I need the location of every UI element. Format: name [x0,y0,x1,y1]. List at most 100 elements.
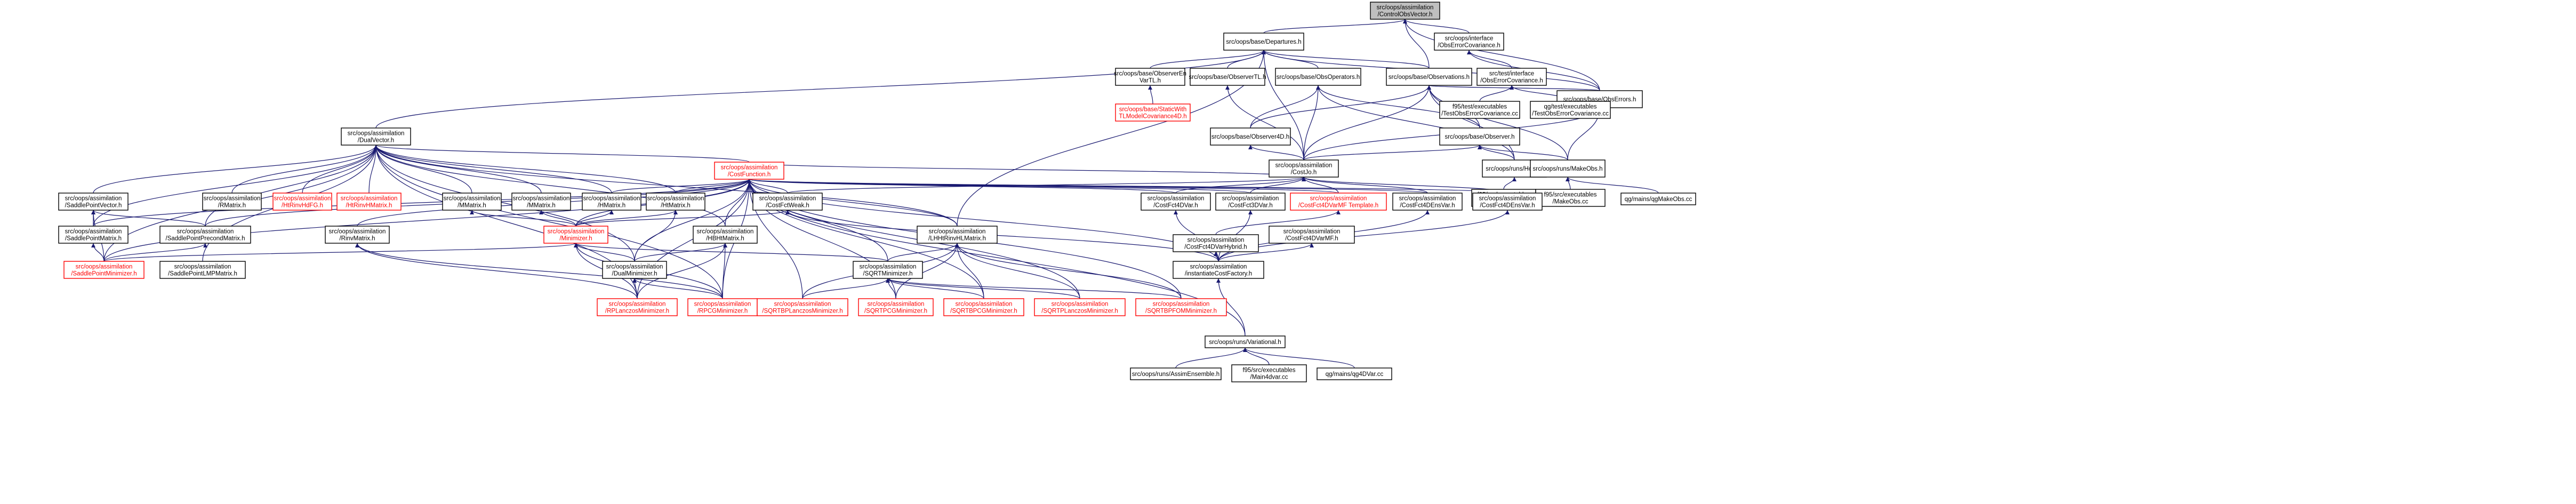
graph-node-qg-makeobs[interactable]: qg/mains/qgMakeObs.cc [1620,193,1696,205]
graph-node-htmatrix[interactable]: src/oops/assimilation/HtMatrix.h [646,193,705,211]
node-label-line: /SQRTBPLanczosMinimizer.h [762,308,842,315]
edge-observertl-to-costjo [1227,85,1304,161]
node-label-line: f95/src/executables [1544,192,1596,198]
graph-node-assimensemble[interactable]: src/oops/runs/AssimEnsemble.h [1130,367,1222,380]
graph-node-saddlepointlmp[interactable]: src/oops/assimilation/SaddlePointLMPMatr… [159,261,246,279]
node-label-line: src/oops/runs/Variational.h [1209,339,1281,346]
graph-nodes: src/oops/assimilation/ControlObsVector.h… [58,2,1696,382]
edge-root-to-iface_obserrcov [1405,19,1470,34]
node-box [1439,127,1520,146]
edge-observer-to-costjo [1303,145,1480,161]
node-box [1269,226,1355,244]
edge-departures-to-costjo [1263,50,1304,161]
edge-costfctweak-to-minimizer [575,210,788,227]
edge-rinvmatrix-to-rpl [357,243,638,299]
node-box [1130,367,1222,380]
arrowhead-costfct4dvarhybrid-to-instantiatecost [1214,252,1218,256]
edge-obsvecs-to-hofx [1429,85,1515,161]
graph-node-sqrtfom[interactable]: src/oops/assimilation/SQRTBPFOMMinimizer… [1135,298,1227,316]
graph-node-hinvhmatrix[interactable]: src/oops/assimilation/HtRinvHMatrix.h [336,193,402,211]
graph-node-iface-obserrcov[interactable]: src/oops/interface/ObsErrorCovariance.h [1434,33,1504,51]
node-label-line: /CostFct4DVarHybrid.h [1184,244,1247,251]
graph-node-f95-makeobs[interactable]: f95/src/executables/MakeObs.cc [1535,189,1606,207]
graph-node-costfct4dvarhybrid[interactable]: src/oops/assimilation/CostFct4DVarHybrid… [1173,234,1259,252]
node-box [1210,127,1291,146]
node-label-line: /CostFct4DEnsVar.h [1400,203,1455,209]
graph-node-saddlepointprecond[interactable]: src/oops/assimilation/SaddlePointPrecond… [159,226,251,244]
graph-node-costfct4dvarmf2[interactable]: src/oops/assimilation/CostFct4DVarMF.h [1269,226,1355,244]
graph-node-static-tl[interactable]: src/oops/base/StaticWithTLModelCovarianc… [1115,103,1191,122]
node-label-line: src/oops/assimilation [1377,5,1434,11]
graph-node-instantiatecost[interactable]: src/oops/assimilation/instantiateCostFac… [1173,261,1264,279]
edge-costfunction-to-lhf [749,179,958,227]
node-label-line: src/oops/assimilation [609,301,666,308]
edge-observer-to-makeobs [1479,145,1568,161]
node-box [159,261,246,279]
graph-node-costfct4dvarmf[interactable]: src/oops/assimilation/CostFct4DVarMF Tem… [1290,193,1387,211]
graph-node-hinvhdtgl[interactable]: src/oops/assimilation/HtRinvHdFG.h [272,193,332,211]
graph-node-sqrtplanczos2[interactable]: src/oops/assimilation/SQRTPLanczosMinimi… [1034,298,1126,316]
graph-node-observer[interactable]: src/oops/base/Observer.h [1439,127,1520,146]
graph-node-f90-obserrcov[interactable]: f95/test/executables/TestObsErrorCovaria… [1439,101,1520,119]
graph-node-test-iface[interactable]: src/test/interface/ObsErrorCovariance.h [1476,68,1547,86]
graph-node-qg-4dvar[interactable]: qg/mains/qg4DVar.cc [1317,367,1392,380]
arrowhead-costfct3dvar-to-instantiatecost [1248,210,1253,214]
edge-lhf-to-sqrtbpcg [957,243,984,299]
graph-node-qg-obserrcov[interactable]: qg/test/executables/TestObsErrorCovarian… [1530,101,1611,119]
graph-node-minimizer[interactable]: src/oops/assimilation/Minimizer.h [543,226,608,244]
graph-node-lhf[interactable]: src/oops/assimilation/LHHtRinvHLMatrix.h [917,226,998,244]
graph-node-costfct4dvar[interactable]: src/oops/assimilation/CostFct4DVar.h [1141,193,1211,211]
node-box [1290,193,1387,211]
graph-node-costfunction[interactable]: src/oops/assimilation/CostFunction.h [714,162,784,180]
graph-node-rmatrix[interactable]: src/oops/assimilation/RMatrix.h [202,193,262,211]
node-box [1530,159,1606,178]
graph-node-saddlepointmatrix[interactable]: src/oops/assimilation/SaddlePointMatrix.… [58,226,129,244]
edge-hmatrix-to-minimizer [575,210,612,227]
graph-node-f95-main4dvar[interactable]: f95/src/executables/Main4dvar.cc [1231,364,1307,382]
node-label-line: src/oops/assimilation [759,196,816,202]
node-label-line: /HMatrix.h [598,203,625,209]
graph-node-observer4d[interactable]: src/oops/base/Observer4D.h [1210,127,1291,146]
graph-node-hbhtmatrix[interactable]: src/oops/assimilation/HBHtMatrix.h [693,226,758,244]
arrowhead-mmatrix-to-minimizer [470,210,474,214]
graph-node-rinvmatrix[interactable]: src/oops/assimilation/RinvMatrix.h [325,226,390,244]
graph-node-mmatrix[interactable]: src/oops/assimilation/MMatrix.h [442,193,502,211]
graph-node-costfct4densvar[interactable]: src/oops/assimilation/CostFct4DEnsVar.h [1392,193,1463,211]
graph-node-hmatrix[interactable]: src/oops/assimilation/HMatrix.h [582,193,641,211]
graph-node-obsvecs[interactable]: src/oops/base/Observations.h [1386,68,1472,86]
graph-node-costfct3dvar[interactable]: src/oops/assimilation/CostFct3DVar.h [1215,193,1286,211]
graph-node-makeobs[interactable]: src/oops/runs/MakeObs.h [1530,159,1606,178]
node-box [1173,261,1264,279]
node-label-line: /CostFct3DVar.h [1228,203,1273,209]
graph-node-costfctweak[interactable]: src/oops/assimilation/CostFctWeak.h [752,193,823,211]
node-box [1215,193,1286,211]
node-box [853,261,923,279]
graph-node-departures[interactable]: src/oops/base/Departures.h [1223,33,1304,51]
node-box [341,127,411,146]
graph-node-costjo[interactable]: src/oops/assimilation/CostJo.h [1269,159,1339,178]
graph-node-rpl[interactable]: src/oops/assimilation/RPLanczosMinimizer… [597,298,678,316]
graph-node-costfct4densvar2[interactable]: src/oops/assimilation/CostFct4DEnsVar.h [1472,193,1543,211]
edge-hbhtmatrix-to-rpl [637,243,726,299]
graph-node-dualvector[interactable]: src/oops/assimilation/DualVector.h [341,127,411,146]
node-label-line: src/oops/assimilation [583,196,640,202]
graph-node-obsoperators[interactable]: src/oops/base/ObsOperators.h [1275,68,1361,86]
arrowhead-dualvector-to-saddlepointminimizer [374,145,378,149]
node-label-line: src/oops/assimilation [697,229,754,235]
node-label-line: src/test/interface [1489,71,1534,77]
graph-node-sqrtpcg[interactable]: src/oops/assimilation/SQRTPCGMinimizer.h [858,298,934,316]
node-label-line: src/oops/assimilation [1147,196,1205,202]
graph-node-sqrtminimizer[interactable]: src/oops/assimilation/SQRTMinimizer.h [853,261,923,279]
graph-node-saddlepointvector[interactable]: src/oops/assimilation/SaddlePointVector.… [58,193,129,211]
graph-node-observertl[interactable]: src/oops/base/ObserverTL.h [1189,68,1266,86]
graph-node-rpcg[interactable]: src/oops/assimilation/RPCGMinimizer.h [687,298,758,316]
node-box [693,226,758,244]
graph-node-sqrtbpcg[interactable]: src/oops/assimilation/SQRTBPCGMinimizer.… [943,298,1024,316]
node-label-line: /TestObsErrorCovariance.cc [1441,111,1518,117]
graph-node-sqrtplanczos[interactable]: src/oops/assimilation/SQRTBPLanczosMinim… [757,298,848,316]
graph-node-variational[interactable]: src/oops/runs/Variational.h [1205,335,1286,348]
graph-node-hmmatrix[interactable]: src/oops/assimilation/MMatrix.h [511,193,571,211]
graph-node-saddlepointminimizer[interactable]: src/oops/assimilation/SaddlePointMinimiz… [63,261,145,279]
graph-node-dualminimizer[interactable]: src/oops/assimilation/DualMinimizer.h [602,261,667,279]
